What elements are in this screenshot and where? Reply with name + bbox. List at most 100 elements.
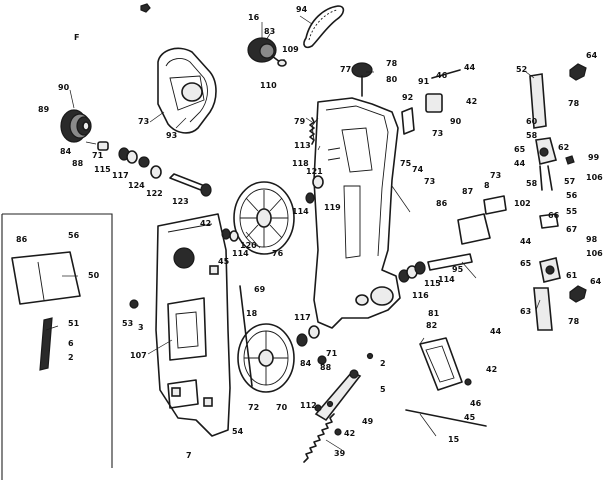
callout-112: 112 [300, 401, 317, 410]
corner-mark [140, 3, 151, 13]
callout-58-lower: 58 [526, 179, 538, 188]
callout-106-lower: 106 [586, 249, 603, 258]
callout-79: 79 [294, 117, 306, 126]
upper-wheel [233, 181, 295, 255]
callout-98: 98 [586, 235, 598, 244]
callouts: F 16 94 83 109 110 90 89 84 88 71 115 11… [16, 5, 603, 460]
callout-73-bracket: 73 [432, 129, 443, 138]
leader-lines [45, 15, 541, 451]
callout-76: 76 [272, 249, 284, 258]
callout-45-plate: 45 [464, 413, 476, 422]
callout-60: 60 [526, 117, 538, 126]
callout-82: 82 [426, 321, 437, 330]
lower-guide-block [533, 213, 587, 331]
callout-74: 74 [412, 165, 424, 174]
small-fasteners-lower [314, 352, 374, 436]
callout-117-lower: 117 [294, 313, 311, 322]
callout-116: 116 [412, 291, 429, 300]
callout-62: 62 [558, 143, 569, 152]
blade-guide-bracket [401, 69, 461, 135]
spring-79 [309, 117, 315, 145]
callout-118: 118 [292, 159, 309, 168]
callout-99: 99 [588, 153, 600, 162]
callout-72: 72 [248, 403, 259, 412]
callout-18: 18 [246, 309, 258, 318]
callout-54: 54 [232, 427, 244, 436]
step-pulley [60, 109, 92, 143]
tilt-rod [405, 409, 487, 427]
callout-50: 50 [88, 271, 100, 280]
upper-wheel-hub-parts [221, 175, 324, 242]
callout-7: 7 [186, 451, 192, 460]
callout-42-mid: 42 [200, 219, 211, 228]
callout-73-guard: 73 [138, 117, 149, 126]
guide-support-bracket [457, 195, 507, 245]
callout-78-guide: 78 [568, 99, 580, 108]
callout-89: 89 [38, 105, 50, 114]
callout-107: 107 [130, 351, 147, 360]
callout-42-plate: 42 [486, 365, 497, 374]
inset-box [1, 213, 113, 480]
callout-56-inset: 56 [68, 231, 80, 240]
callout-2-frame: 2 [380, 359, 386, 368]
callout-110: 110 [260, 81, 277, 90]
callout-65-lower: 65 [520, 259, 532, 268]
callout-39: 39 [334, 449, 346, 458]
callout-92: 92 [402, 93, 413, 102]
callout-114-upper: 114 [292, 207, 309, 216]
lower-shaft-assembly [398, 253, 473, 283]
callout-44-plate: 44 [490, 327, 502, 336]
callout-83: 83 [264, 27, 275, 36]
upper-guide-block [535, 137, 575, 191]
callout-65-upper: 65 [514, 145, 526, 154]
callout-88: 88 [72, 159, 84, 168]
callout-56: 56 [566, 191, 578, 200]
callout-6: 6 [68, 339, 74, 348]
callout-122: 122 [146, 189, 163, 198]
callout-115-lower: 115 [424, 279, 441, 288]
callout-78-bottom: 78 [568, 317, 580, 326]
callout-5: 5 [380, 385, 386, 394]
callout-3: 3 [138, 323, 144, 332]
upper-pulley-guard [157, 47, 217, 134]
drive-belt [303, 5, 345, 49]
callout-44-top: 44 [464, 63, 476, 72]
trunnion-plate [419, 337, 472, 391]
callout-71-lower: 71 [326, 349, 338, 358]
blade [239, 285, 253, 387]
tension-spring [303, 413, 335, 463]
callout-86-inset: 86 [16, 235, 28, 244]
callout-106-upper: 106 [586, 173, 603, 182]
callout-119: 119 [324, 203, 341, 212]
callout-58-upper: 58 [526, 131, 538, 140]
callout-46-plate: 46 [470, 399, 482, 408]
callout-84: 84 [60, 147, 72, 156]
callout-80: 80 [386, 75, 398, 84]
callout-73-frame: 73 [424, 177, 435, 186]
guide-bar-51 [39, 317, 53, 371]
callout-64-top: 64 [586, 51, 598, 60]
callout-88-lower: 88 [320, 363, 332, 372]
tension-knob [351, 62, 373, 97]
callout-44-lower: 44 [520, 237, 532, 246]
callout-123: 123 [172, 197, 189, 206]
callout-95: 95 [452, 265, 464, 274]
callout-113: 113 [294, 141, 311, 150]
callout-94: 94 [296, 5, 308, 14]
callout-124: 124 [128, 181, 145, 190]
callout-73-right: 73 [490, 171, 501, 180]
pulley-shaft-parts [97, 141, 212, 197]
callout-66: 66 [548, 211, 560, 220]
table-insert-plate [11, 251, 81, 305]
callout-71: 71 [92, 151, 104, 160]
callout-67: 67 [566, 225, 577, 234]
callout-69: 69 [254, 285, 266, 294]
guide-post-upper [529, 63, 587, 129]
callout-52: 52 [516, 65, 527, 74]
callout-15: 15 [448, 435, 460, 444]
callout-75: 75 [400, 159, 412, 168]
callout-f: F [74, 33, 79, 42]
tension-lever [314, 369, 362, 422]
callout-115: 115 [94, 165, 111, 174]
